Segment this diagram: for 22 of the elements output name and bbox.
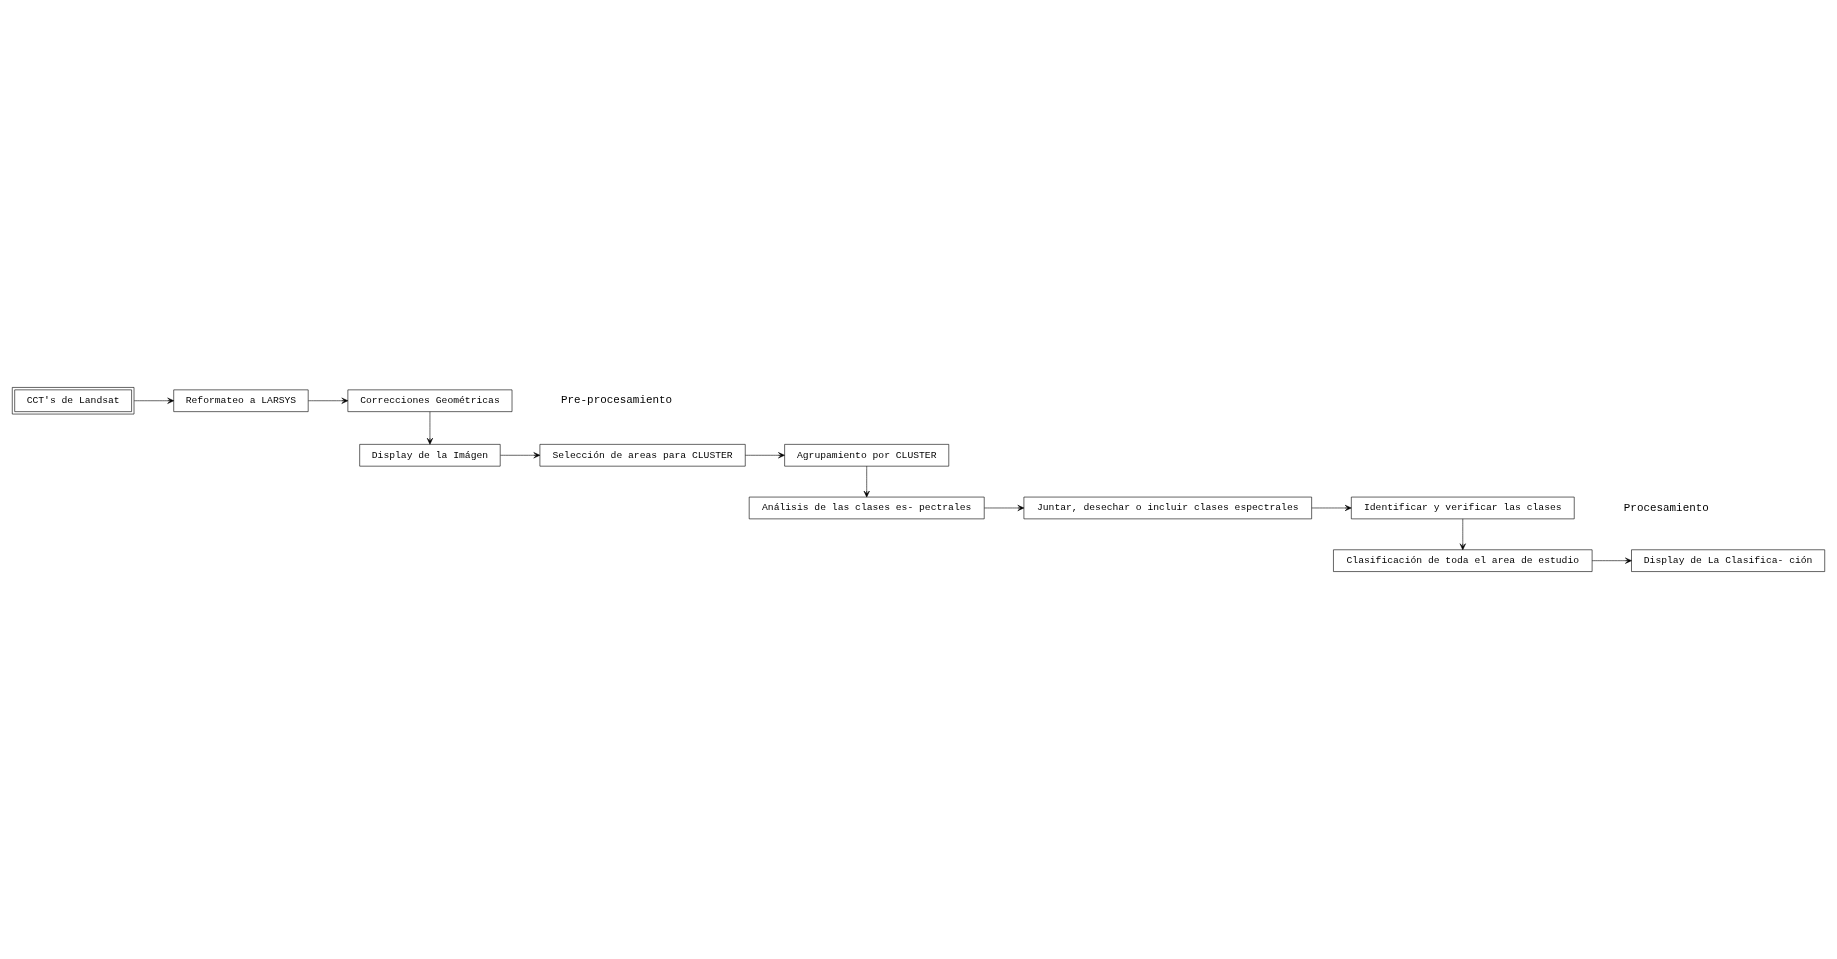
- label: Procesamiento: [1623, 501, 1709, 514]
- arrow: [1591, 557, 1632, 564]
- arrow: [133, 397, 174, 404]
- arrow: [984, 504, 1025, 511]
- arrow: [1459, 518, 1466, 551]
- node-box: Análisis de las clases es- pectrales: [748, 496, 985, 520]
- arrow: [426, 411, 433, 445]
- node-box: Display de la Imágen: [359, 444, 501, 467]
- arrow: [745, 452, 785, 459]
- arrow: [500, 452, 541, 459]
- arrow: [308, 397, 349, 404]
- node-box: Selección de areas para CLUSTER: [539, 444, 746, 467]
- node-box: Identificar y verificar las clases: [1351, 496, 1575, 520]
- node-box: Correcciones Geométricas: [347, 389, 513, 412]
- label: Pre-procesamiento: [560, 394, 673, 407]
- arrow: [1311, 504, 1352, 511]
- arrow: [863, 465, 870, 498]
- node-box: Clasificación de toda el area de estudio: [1333, 549, 1593, 572]
- node-box: Display de La Clasifica- ción: [1631, 549, 1826, 572]
- node-box: Juntar, desechar o incluir clases espectrales: [1023, 496, 1312, 520]
- node-box: Agrupamiento por CLUSTER: [784, 444, 950, 467]
- node-box: Reformateo a LARSYS: [173, 389, 309, 412]
